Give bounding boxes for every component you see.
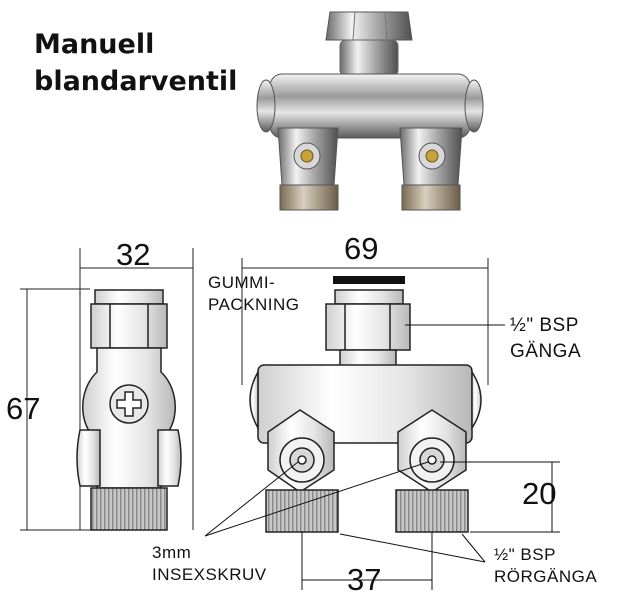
hex-screw-label-line-1: 3mm xyxy=(152,543,192,562)
page-title: Manuell blandarventil xyxy=(34,26,264,100)
dimension-outlet-spacing: 37 xyxy=(347,562,382,597)
outlet-thread-label-line-1: ½" BSP xyxy=(494,545,556,564)
inlet-thread-label: ½" BSP GÄNGA xyxy=(510,313,581,365)
dimension-width-front: 69 xyxy=(344,231,379,266)
gasket-label-line-1: GUMMI- xyxy=(208,273,276,292)
inlet-thread-label-line-1: ½" BSP xyxy=(510,315,579,336)
dimension-lines xyxy=(204,324,560,590)
outlet-thread-label-line-2: RÖRGÄNGA xyxy=(494,567,598,586)
side-view-drawing xyxy=(20,248,194,531)
dimension-thread-length: 20 xyxy=(522,476,557,511)
dimension-height: 67 xyxy=(6,391,41,426)
title-line-2: blandarventil xyxy=(34,66,238,97)
gasket-label: GUMMI- PACKNING xyxy=(208,272,300,316)
dimension-width-side: 32 xyxy=(116,237,151,272)
valve-photo xyxy=(256,11,484,211)
inlet-thread-label-line-2: GÄNGA xyxy=(510,341,582,362)
title-line-1: Manuell xyxy=(34,29,155,60)
hex-screw-label: 3mm INSEXSKRUV xyxy=(152,542,267,586)
front-view-drawing xyxy=(241,258,489,533)
outlet-thread-label: ½" BSP RÖRGÄNGA xyxy=(494,544,597,588)
hex-screw-label-line-2: INSEXSKRUV xyxy=(152,565,267,584)
gasket-label-line-2: PACKNING xyxy=(208,295,300,314)
